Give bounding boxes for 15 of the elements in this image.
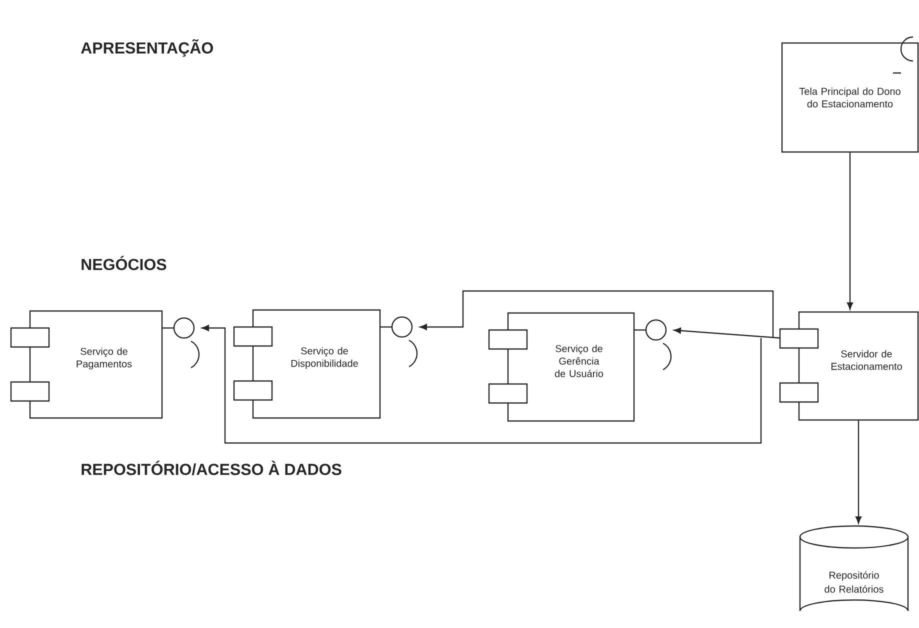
node-label: Repositório do Relatórios bbox=[824, 571, 884, 593]
database-cylinder: Repositório do Relatórios bbox=[799, 525, 909, 612]
component-box: Serviço de Gerência de Usuário bbox=[488, 312, 635, 422]
arrow bbox=[855, 420, 862, 524]
arrow bbox=[202, 324, 762, 444]
section-heading: REPOSITÓRIO/ACESSO À DADOS bbox=[82, 460, 342, 476]
component-box: Servidor de Estacionamento bbox=[779, 311, 919, 421]
screen-box: Tela Principal do Dono do Estacionamento bbox=[781, 42, 919, 153]
component-box: Serviço de Pagamentos bbox=[10, 310, 163, 419]
component-box: Serviço de Disponibilidade bbox=[233, 309, 381, 419]
arrow bbox=[674, 328, 780, 339]
section-heading: NEGÓCIOS bbox=[82, 256, 166, 270]
arrow bbox=[846, 152, 854, 310]
arrow bbox=[420, 290, 774, 338]
section-heading: APRESENTAÇÃO bbox=[81, 39, 213, 57]
